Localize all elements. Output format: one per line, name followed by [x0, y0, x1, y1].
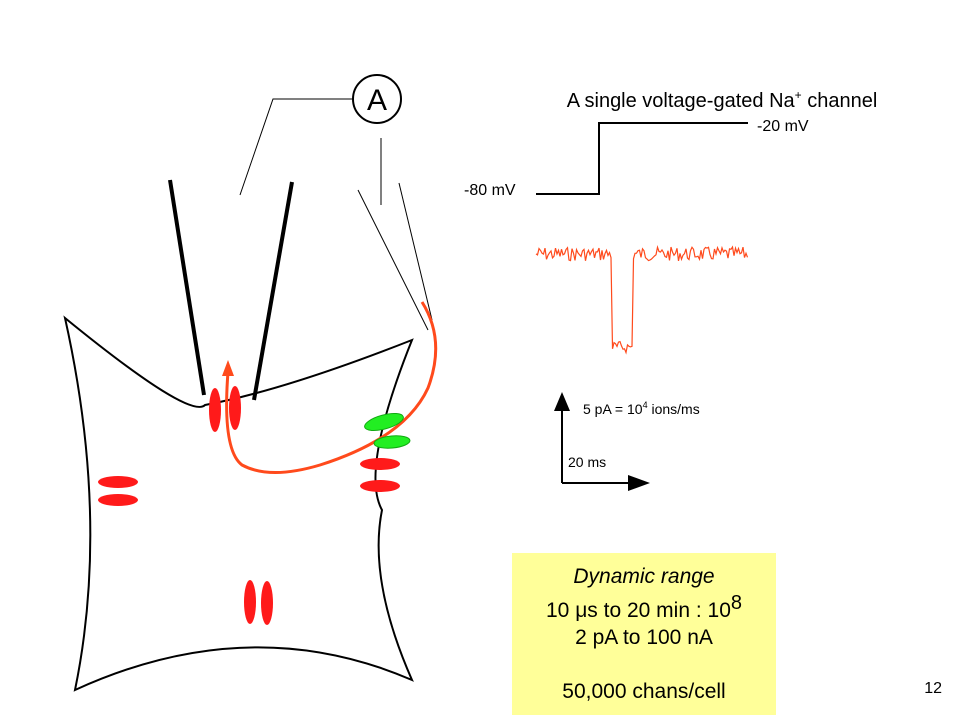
channel-right-upper	[360, 458, 400, 470]
spacer	[512, 651, 776, 678]
channel-bottom-right	[261, 581, 273, 625]
time-range-suffix: s to 20 min : 10	[587, 599, 731, 622]
patch-pipette-wall-a	[357, 189, 429, 331]
channel-top-right	[229, 386, 241, 430]
scale-bar-right-arrow-icon	[628, 475, 650, 491]
patched-channel-upper	[364, 412, 404, 432]
time-range-exponent: 8	[730, 592, 742, 614]
pipette-right-wall	[252, 181, 294, 401]
voltage-step-trace	[536, 122, 748, 195]
chart-title: A single voltage-gated Na+ channel	[567, 88, 878, 112]
micro-symbol: μ	[575, 599, 588, 622]
dynamic-range-box: Dynamic range 10 μs to 20 min : 108 2 pA…	[512, 553, 776, 715]
time-range-prefix: 10	[545, 599, 576, 622]
channel-bottom-left	[244, 580, 256, 624]
voltage-low-label: -80 mV	[464, 182, 516, 199]
channel-right-lower	[360, 480, 400, 492]
channel-left-upper	[98, 476, 138, 488]
channel-top-left	[209, 388, 221, 432]
slide-number: 12	[924, 680, 942, 697]
patch-pipette-wall-b	[398, 182, 433, 321]
dynamic-range-title: Dynamic range	[573, 565, 715, 588]
dynamic-range-current: 2 pA to 100 nA	[575, 626, 713, 649]
ammeter-label: A	[367, 84, 387, 117]
ammeter-lead-left	[239, 98, 354, 196]
current-path	[225, 301, 438, 474]
voltage-high-label: -20 mV	[757, 118, 809, 135]
scale-bar-current-label: 5 pA = 104 ions/ms	[583, 400, 700, 417]
patched-channel-lower	[373, 435, 411, 449]
channel-left-lower	[98, 494, 138, 506]
dynamic-range-time: 10 μs to 20 min : 108	[512, 590, 776, 624]
scale-bar-up-arrow-icon	[554, 392, 570, 411]
pipette-left-wall	[168, 179, 206, 396]
ammeter-icon	[352, 74, 402, 124]
scale-bar-time-label: 20 ms	[568, 454, 606, 470]
single-channel-current-trace	[535, 245, 749, 355]
current-arrow-head-icon	[222, 360, 234, 376]
dynamic-range-channels: 50,000 chans/cell	[562, 680, 726, 703]
